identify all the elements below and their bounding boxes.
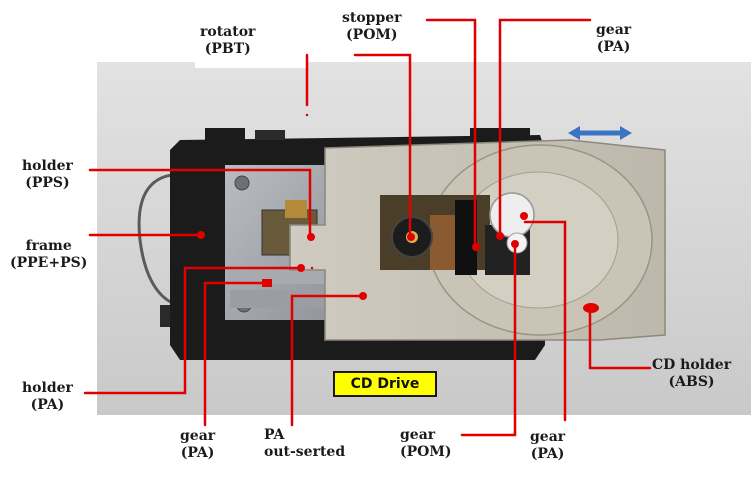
leader-holder-pps	[88, 168, 312, 239]
label-gear-bottom-left-material: (PA)	[180, 445, 215, 461]
label-cd-holder: CD holder (ABS)	[652, 357, 731, 391]
cd-drive-title: CD Drive	[350, 376, 420, 392]
label-gear-bottom-left: gear (PA)	[180, 428, 215, 462]
dot-frame	[197, 231, 205, 239]
leader-gear-bottom-right	[523, 220, 567, 422]
label-gear-pom: gear (POM)	[400, 427, 451, 461]
label-pa-outserted-material: out-serted	[264, 444, 346, 460]
leader-gear-pom	[460, 243, 517, 437]
leader-stopper-line	[353, 53, 412, 237]
label-frame: frame (PPE+PS)	[10, 238, 87, 272]
cd-drive-title-box: CD Drive	[333, 371, 437, 397]
label-gear-bottom-right: gear (PA)	[530, 429, 565, 463]
dot-pa-outserted	[359, 292, 367, 300]
label-stopper-name: stopper	[342, 10, 402, 26]
leader-gear-bottom-left	[203, 281, 270, 427]
leader-pa-outserted	[290, 294, 365, 427]
chassis-screw-1	[234, 175, 250, 191]
label-cd-holder-material: (ABS)	[668, 374, 715, 390]
frame-tab-2	[255, 130, 285, 140]
dot-cd-holder	[583, 303, 599, 313]
leader-cd-holder	[588, 306, 652, 370]
cable	[137, 172, 191, 307]
slide-direction-arrow	[568, 126, 632, 140]
label-pa-outserted: PA out-serted	[264, 427, 345, 461]
label-holder-pps-name: holder	[22, 158, 73, 174]
label-gear-top-name: gear	[596, 22, 632, 38]
dot-gear-top	[496, 232, 504, 240]
label-holder-pps: holder (PPS)	[22, 158, 73, 192]
label-frame-material: (PPE+PS)	[10, 255, 88, 271]
stopper-block	[455, 200, 477, 275]
dot-holder-pps	[307, 233, 315, 241]
dot-gear-pom	[511, 240, 519, 248]
label-gear-bottom-right-name: gear	[530, 429, 566, 445]
leader-stopper-right	[425, 18, 477, 249]
label-holder-pa-name: holder	[22, 380, 73, 396]
leader-holder-pa	[83, 266, 302, 395]
label-rotator-material: (PBT)	[204, 41, 251, 57]
label-gear-bottom-left-name: gear	[180, 428, 216, 444]
dot-gear-bottom-left	[262, 279, 272, 287]
label-holder-pps-material: (PPS)	[25, 175, 70, 191]
label-holder-pa-material: (PA)	[30, 397, 65, 413]
dot-holder-pa	[297, 264, 305, 272]
photo-notch-left	[195, 56, 307, 68]
label-gear-top-material: (PA)	[596, 39, 631, 55]
label-frame-name: frame	[25, 238, 72, 254]
label-pa-outserted-name: PA	[264, 427, 285, 443]
dot-stopper-right	[472, 243, 480, 251]
leader-lines	[83, 18, 652, 437]
leader-dots	[197, 212, 599, 313]
label-stopper-material: (POM)	[346, 27, 398, 43]
dot-gear-bottom-right	[520, 212, 528, 220]
label-rotator: rotator (PBT)	[200, 24, 255, 58]
pickup-lens	[285, 200, 307, 218]
leader-gear-top	[498, 18, 592, 238]
label-gear-pom-name: gear	[400, 427, 436, 443]
frame-tab-1	[205, 128, 245, 140]
label-gear-top: gear (PA)	[596, 22, 631, 56]
label-gear-pom-material: (POM)	[400, 444, 452, 460]
label-cd-holder-name: CD holder	[652, 357, 732, 373]
label-holder-pa: holder (PA)	[22, 380, 73, 414]
dot-stopper	[407, 233, 415, 241]
label-stopper: stopper (POM)	[342, 10, 402, 44]
label-rotator-name: rotator	[200, 24, 256, 40]
label-gear-bottom-right-material: (PA)	[530, 446, 565, 462]
